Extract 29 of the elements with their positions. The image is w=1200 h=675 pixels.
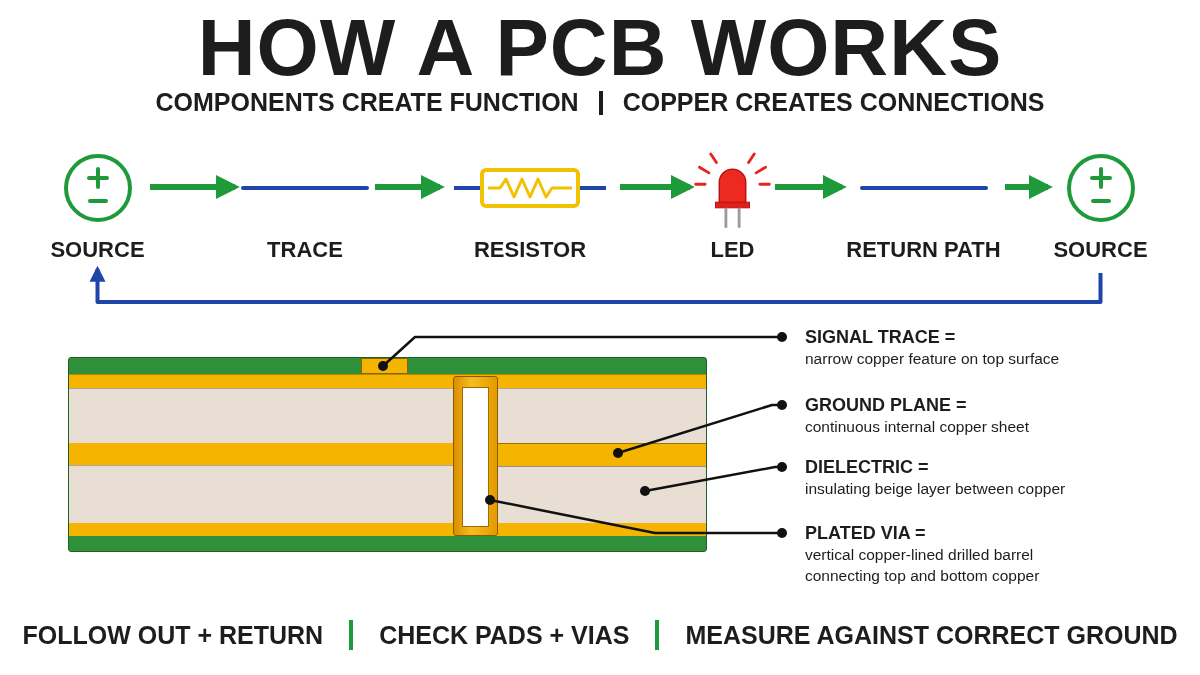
callout-heading: SIGNAL TRACE =: [805, 327, 957, 348]
callout-description: insulating beige layer between copper: [805, 479, 1067, 499]
component-label: SOURCE: [50, 236, 145, 264]
return-arrow: [89, 265, 1103, 304]
component-label: SOURCE: [1053, 236, 1148, 264]
callout-description: narrow copper feature on top surface: [805, 349, 1061, 369]
plated-via: [453, 376, 498, 536]
arrow: [620, 175, 695, 199]
leader-line: [613, 400, 787, 458]
leader-line: [485, 495, 787, 538]
callout-heading: DIELECTRIC =: [805, 457, 930, 478]
footer-tip: FOLLOW OUT + RETURN: [22, 620, 324, 650]
component-label: RESISTOR: [473, 236, 587, 264]
arrow: [1005, 175, 1053, 199]
callout-heading: GROUND PLANE =: [805, 395, 968, 416]
leader-line: [378, 332, 787, 371]
leader-line: [640, 462, 787, 496]
ground-plane-layer: [498, 443, 706, 466]
component-label: RETURN PATH: [846, 236, 1001, 264]
arrow: [775, 175, 847, 199]
callout-description: vertical copper-lined drilled barrel connecting top and bottom copper: [805, 545, 1041, 586]
component-label: TRACE: [267, 236, 343, 264]
footer-tip: CHECK PADS + VIAS: [379, 620, 630, 650]
arrow: [375, 175, 445, 199]
callout-description: continuous internal copper sheet: [805, 417, 1031, 437]
component-label: LED: [710, 236, 755, 264]
callout-heading: PLATED VIA =: [805, 523, 927, 544]
footer-tip: MEASURE AGAINST CORRECT GROUND: [685, 620, 1178, 650]
arrow: [150, 175, 240, 199]
